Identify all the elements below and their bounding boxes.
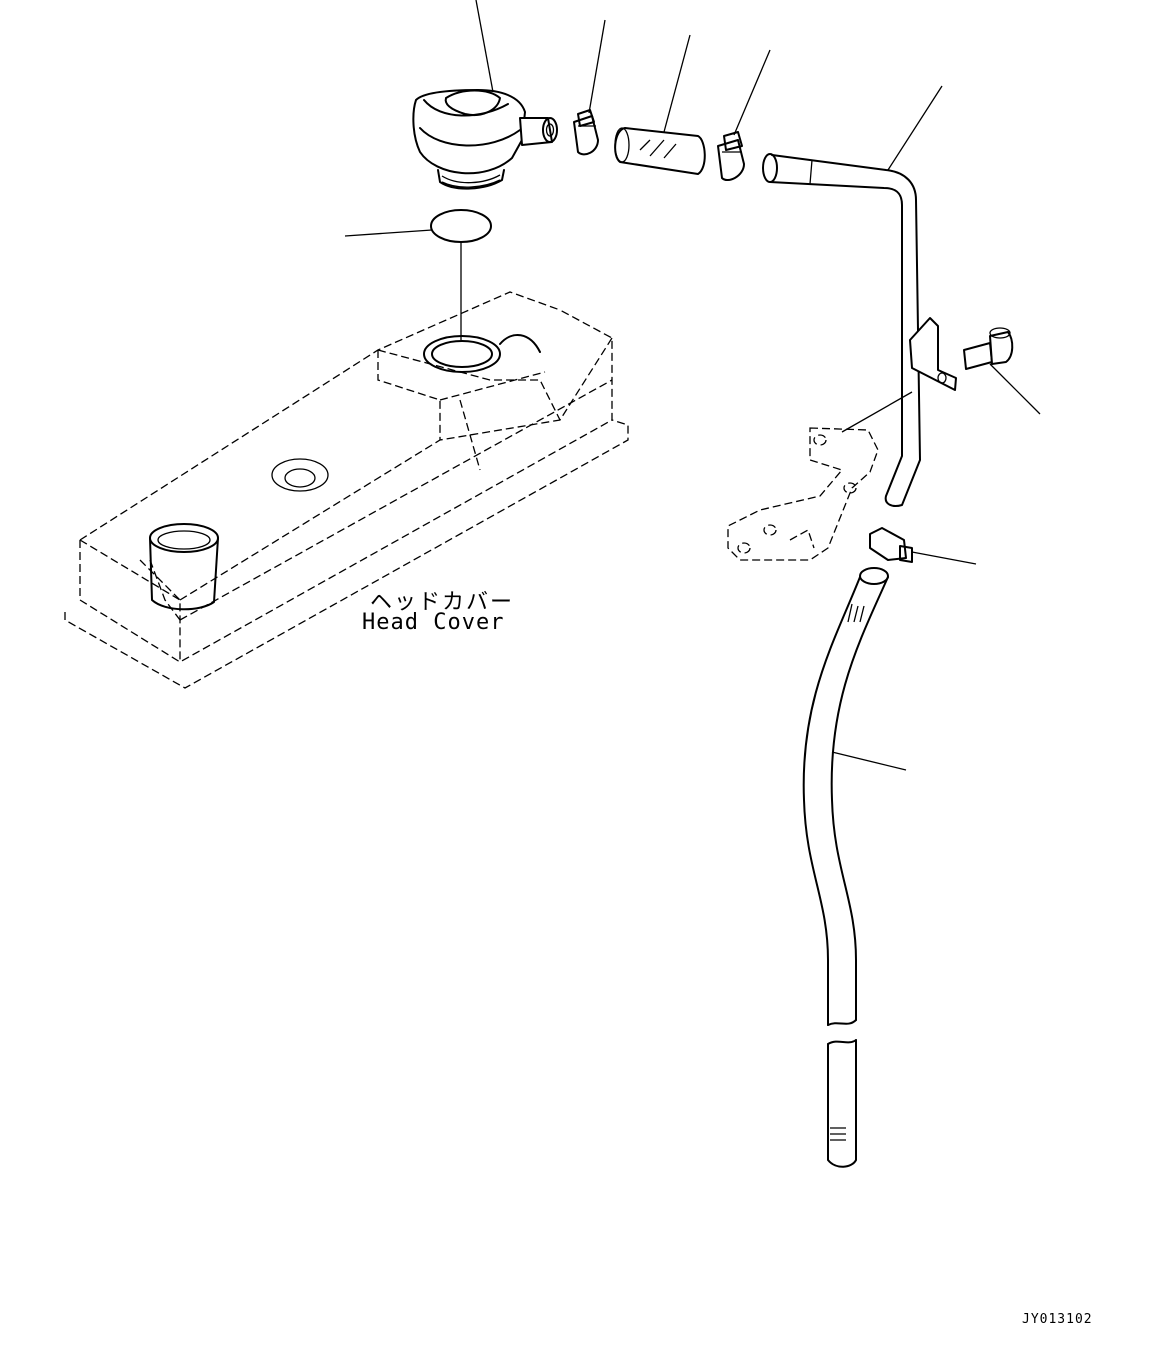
leader-breather-hose bbox=[831, 751, 907, 771]
breather-cap bbox=[412, 89, 558, 190]
leader-clamp-3 bbox=[911, 551, 977, 565]
head-cover-label-japanese: ヘッドカバー bbox=[370, 590, 515, 615]
drawing-code: JY013102 bbox=[1022, 1312, 1093, 1327]
head-cover-outline bbox=[64, 291, 629, 689]
hose-clamp-3 bbox=[869, 527, 977, 565]
flange-bolt bbox=[963, 327, 1041, 415]
breather-hose-lower bbox=[802, 567, 907, 1168]
hose-clamp-1 bbox=[573, 19, 606, 156]
head-cover-tube bbox=[149, 523, 219, 611]
leader-breather-tube bbox=[887, 85, 943, 171]
leader-clamp-2 bbox=[733, 49, 771, 136]
leader-rubber-hose bbox=[663, 34, 691, 133]
head-cover-label-english: Head Cover bbox=[362, 610, 505, 635]
leader-clamp-1 bbox=[588, 19, 606, 114]
breather-tube-upper bbox=[762, 85, 943, 507]
tube-bracket bbox=[841, 317, 957, 433]
head-cover-boss bbox=[271, 458, 329, 492]
filler-port bbox=[423, 334, 541, 373]
leader-bolt bbox=[989, 363, 1041, 415]
o-ring bbox=[344, 209, 492, 340]
hose-clamp-2 bbox=[717, 49, 771, 182]
bracket-assembly-line bbox=[841, 391, 913, 433]
leader-o-ring bbox=[344, 229, 433, 237]
mounting-plate bbox=[727, 427, 879, 561]
leader-breather-cap bbox=[475, 0, 494, 93]
rubber-hose bbox=[614, 34, 706, 175]
